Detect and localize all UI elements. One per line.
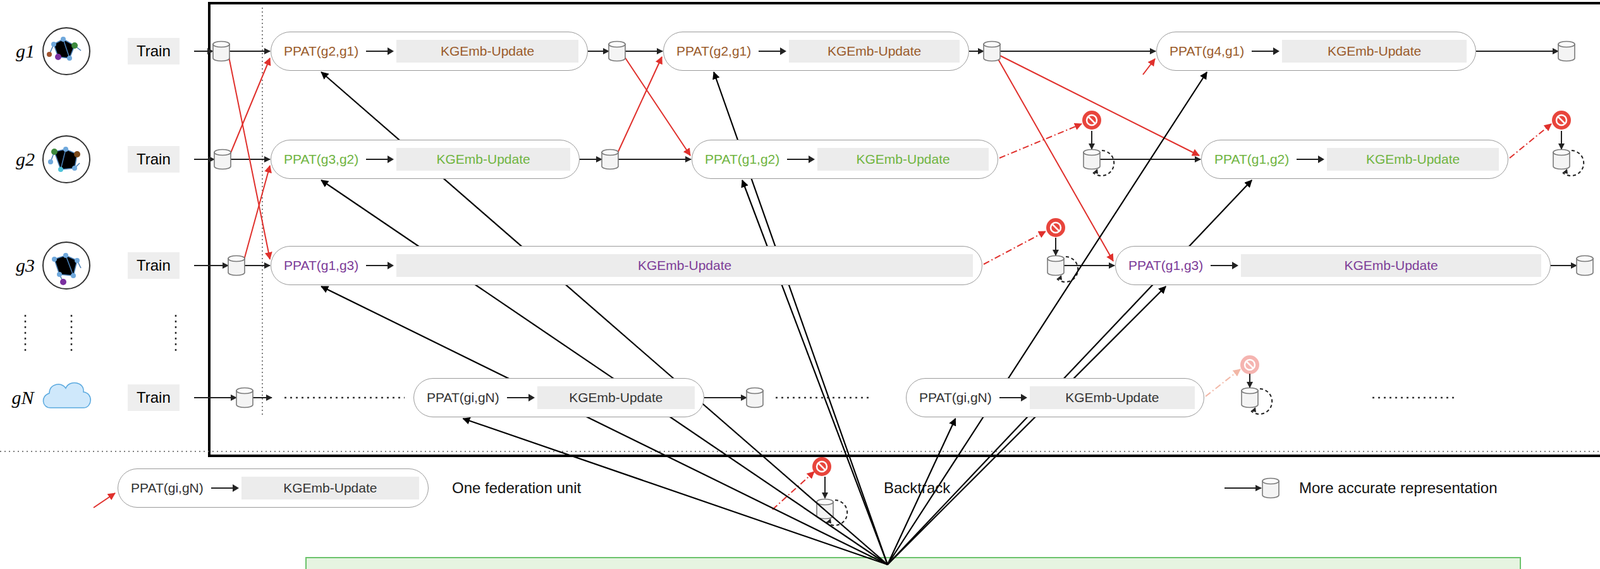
ppat-label: PPAT(gi,gN) xyxy=(422,387,504,408)
update-label: KGEmb-Update xyxy=(1029,386,1195,410)
inner-arrow xyxy=(999,396,1026,399)
inner-arrow xyxy=(366,158,393,160)
inner-arrow xyxy=(787,158,814,160)
leader-arrow xyxy=(321,286,888,565)
update-label: KGEmb-Update xyxy=(817,147,989,171)
federation-unit: PPAT(g1,g3) KGEmb-Update xyxy=(270,245,983,286)
leader-arrow xyxy=(742,180,888,565)
inner-arrow xyxy=(366,264,393,267)
graph-label: g1 xyxy=(15,40,35,62)
inner-arrow xyxy=(1210,264,1238,267)
update-label: KGEmb-Update xyxy=(241,476,420,500)
graph-label: g2 xyxy=(15,148,35,171)
ppat-label: PPAT(gi,gN) xyxy=(127,477,208,499)
graph-label: gN xyxy=(11,386,34,409)
federation-unit: PPAT(g2,g1) KGEmb-Update xyxy=(663,31,970,71)
federation-unit: PPAT(g2,g1) KGEmb-Update xyxy=(270,31,588,71)
federation-unit: PPAT(g1,g3) KGEmb-Update xyxy=(1115,245,1551,286)
ppat-label: PPAT(gi,gN) xyxy=(915,387,996,408)
ppat-label: PPAT(g1,g3) xyxy=(280,255,363,276)
update-label: KGEmb-Update xyxy=(788,39,960,63)
ppat-label: PPAT(g2,g1) xyxy=(280,41,363,62)
federation-unit: PPAT(g4,g1) KGEmb-Update xyxy=(1156,31,1477,71)
leader-arrow xyxy=(887,180,1252,565)
federation-unit: PPAT(gi,gN) KGEmb-Update xyxy=(117,468,429,508)
ppat-label: PPAT(g1,g3) xyxy=(1124,255,1207,276)
ppat-label: PPAT(g1,g2) xyxy=(1210,149,1293,170)
inner-arrow xyxy=(211,487,238,489)
inner-arrow xyxy=(366,50,393,52)
update-label: KGEmb-Update xyxy=(396,39,579,63)
inner-arrow xyxy=(506,396,534,399)
federation-unit: PPAT(gi,gN) KGEmb-Update xyxy=(413,378,705,418)
update-label: KGEmb-Update xyxy=(1282,39,1467,63)
ppat-label: PPAT(g1,g2) xyxy=(701,149,784,170)
ppat-label: PPAT(g4,g1) xyxy=(1165,41,1248,62)
update-label: KGEmb-Update xyxy=(537,386,695,410)
federation-unit: PPAT(g1,g2) KGEmb-Update xyxy=(1201,139,1509,179)
ppat-label: PPAT(g3,g2) xyxy=(280,149,363,170)
inner-arrow xyxy=(1251,50,1279,52)
legend-text: Backtrack xyxy=(883,479,951,497)
inner-arrow xyxy=(758,50,786,52)
federation-unit: PPAT(gi,gN) KGEmb-Update xyxy=(905,378,1205,418)
legend-text: More accurate representation xyxy=(1299,479,1498,497)
federation-unit: PPAT(g1,g2) KGEmb-Update xyxy=(691,139,999,179)
update-label: KGEmb-Update xyxy=(1326,147,1499,171)
ppat-label: PPAT(g2,g1) xyxy=(672,41,755,62)
leader-arrow xyxy=(887,286,1166,565)
federation-unit: PPAT(g3,g2) KGEmb-Update xyxy=(270,139,580,179)
train-box: Train xyxy=(127,252,180,279)
train-box: Train xyxy=(127,37,180,65)
update-label: KGEmb-Update xyxy=(396,254,973,277)
inner-arrow xyxy=(1296,158,1324,160)
legend-text: One federation unit xyxy=(451,479,581,497)
update-label: KGEmb-Update xyxy=(1240,254,1542,277)
train-box: Train xyxy=(127,146,180,173)
update-label: KGEmb-Update xyxy=(396,147,571,171)
graph-label: g3 xyxy=(15,254,35,277)
train-box: Train xyxy=(127,384,180,411)
